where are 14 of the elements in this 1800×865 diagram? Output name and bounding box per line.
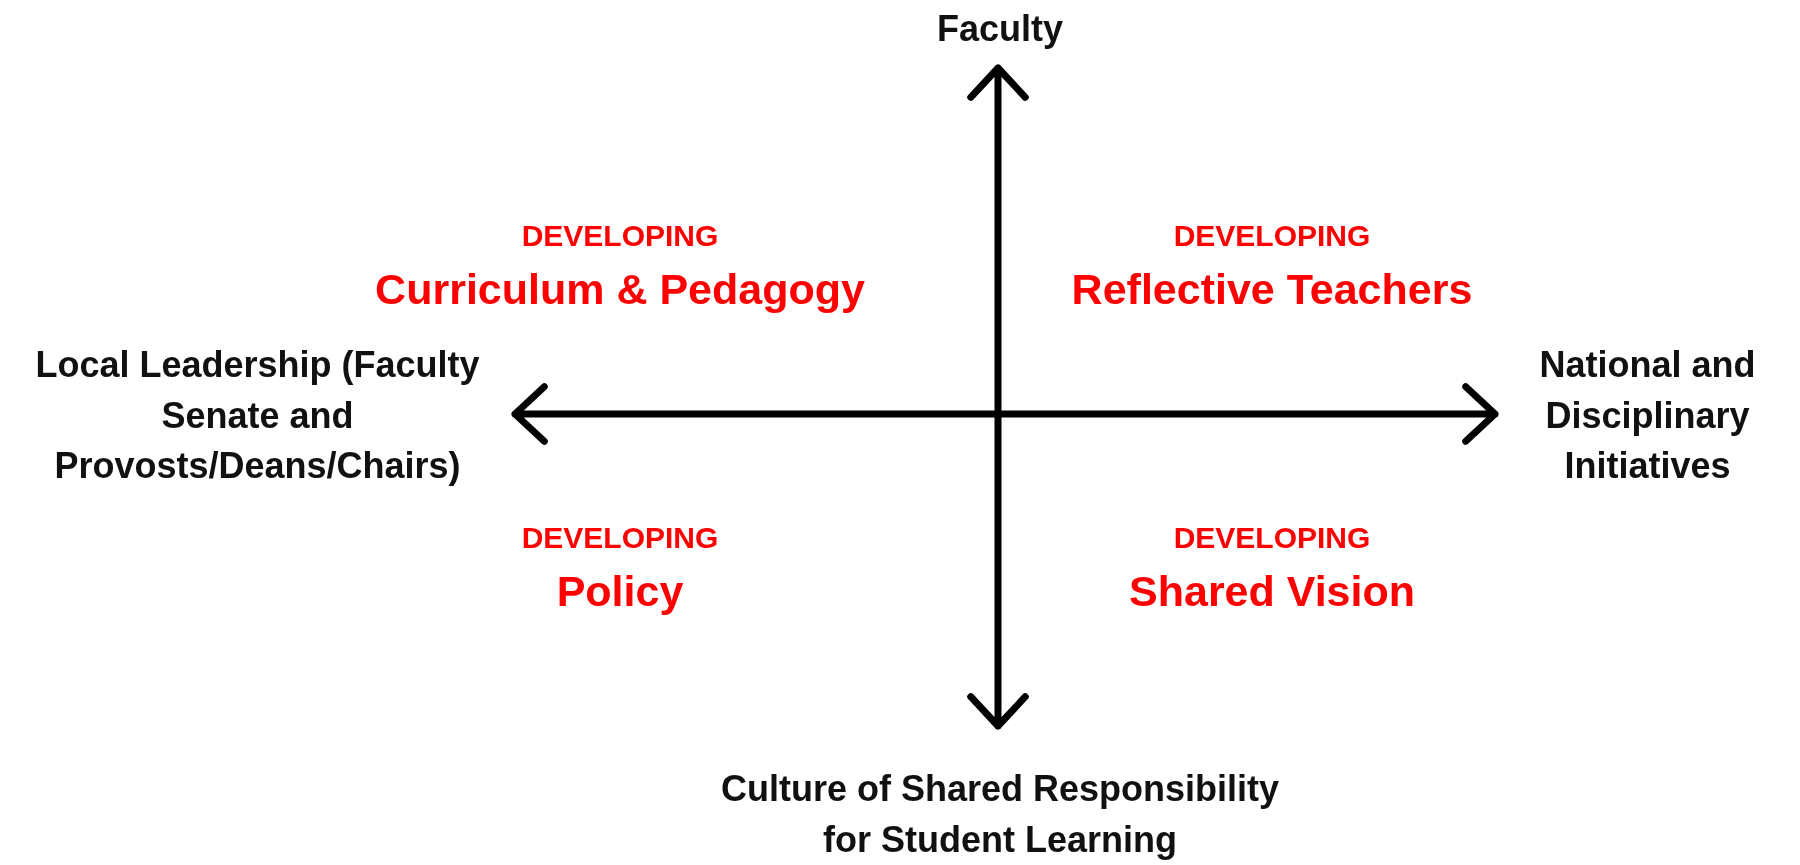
- axis-label: National and Disciplinary Initiatives: [1538, 343, 1757, 489]
- quadrant-title: Reflective Teachers: [1070, 264, 1474, 315]
- quadrant-label: DEVELOPING: [520, 520, 720, 556]
- double-headed-arrow: [967, 64, 1029, 730]
- quadrant-label: DEVELOPING: [1172, 218, 1372, 254]
- double-headed-arrow: [511, 383, 1499, 445]
- quadrant-label: DEVELOPING: [1172, 520, 1372, 556]
- axis-label: Faculty: [936, 7, 1063, 51]
- quadrant-title: Curriculum & Pedagogy: [374, 264, 866, 315]
- quadrant-title: Shared Vision: [1128, 566, 1416, 617]
- axis-label: Local Leadership (Faculty Senate and Provosts/Deans/Chairs): [34, 343, 481, 489]
- quadrant-title: Policy: [555, 566, 685, 617]
- axis-label: Culture of Shared Responsibility for Student Learning: [719, 767, 1281, 862]
- quadrant-label: DEVELOPING: [520, 218, 720, 254]
